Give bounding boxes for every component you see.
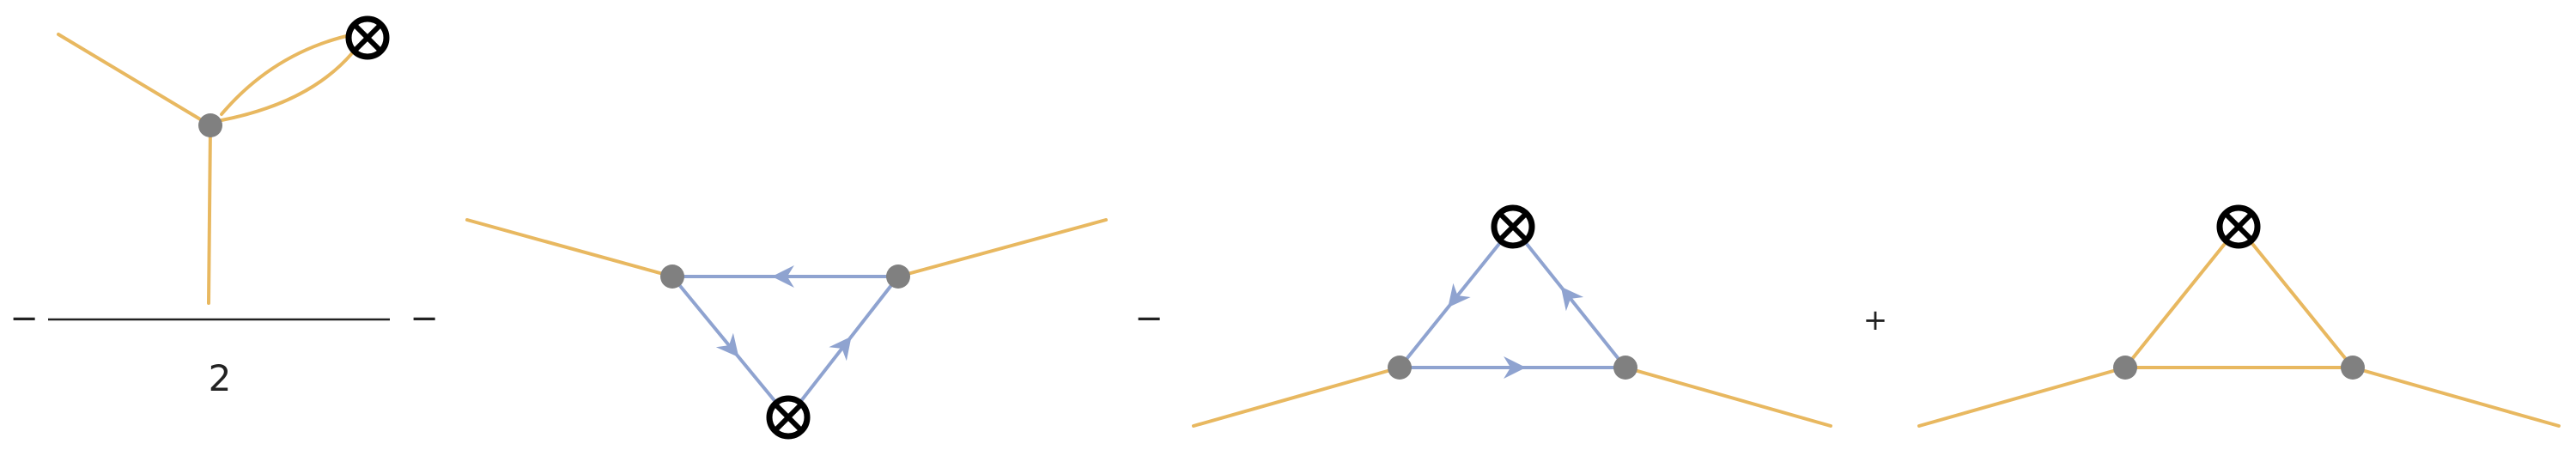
vertex-dot-icon (1388, 356, 1412, 380)
scalar-propagator (2123, 225, 2240, 369)
fermion-arrow-icon (1560, 286, 1584, 312)
external-scalar-line (1192, 366, 1401, 428)
external-scalar-line (1624, 366, 1832, 428)
operator-minus-3: − (1134, 299, 1163, 338)
tadpole-scalar-lines (57, 33, 355, 305)
vertex-dot-icon (1613, 356, 1637, 380)
fermion-triangle-term-b: − (1134, 204, 1832, 428)
scalar-propagator (2237, 225, 2354, 369)
tadpole-term: − 2 − (9, 15, 439, 399)
external-scalar-line (1917, 366, 2127, 428)
scalar-triangle-lines (1917, 225, 2561, 428)
vertex-dot-icon (660, 264, 684, 289)
operator-insertion-icon (1491, 204, 1535, 249)
external-scalar-line (465, 218, 674, 278)
fermion-arrow-icon (1448, 283, 1471, 308)
vertex-dot-icon (886, 264, 910, 289)
vertex-dot-icon (198, 113, 222, 137)
fermion-arrow-icon (1504, 356, 1527, 379)
fraction-denominator: 2 (209, 357, 232, 399)
operator-insertion-icon (766, 395, 811, 440)
operator-plus: + (1863, 303, 1888, 337)
fermion-arrow-icon (829, 336, 852, 362)
operator-insertion-icon (345, 15, 390, 60)
external-scalar-lines-b (1192, 366, 1832, 428)
vertex-dot-icon (2341, 356, 2365, 380)
fermion-arrow-icon (715, 332, 739, 358)
external-scalar-line (2351, 366, 2561, 428)
scalar-triangle-term: + (1863, 204, 2561, 428)
loop-scalar-line (220, 33, 355, 116)
operator-insertion-icon (2216, 204, 2261, 249)
operator-minus-1: − (9, 299, 39, 338)
operator-minus-2: − (410, 299, 439, 338)
external-scalar-lines-a (465, 218, 1108, 278)
loop-scalar-line (220, 52, 354, 122)
vertex-dot-icon (2113, 356, 2137, 380)
external-scalar-line (896, 218, 1108, 278)
external-scalar-line (57, 33, 212, 127)
fermion-triangle-term-a (465, 218, 1108, 440)
fermion-arrow-icon (771, 265, 794, 288)
external-scalar-line (207, 124, 212, 305)
